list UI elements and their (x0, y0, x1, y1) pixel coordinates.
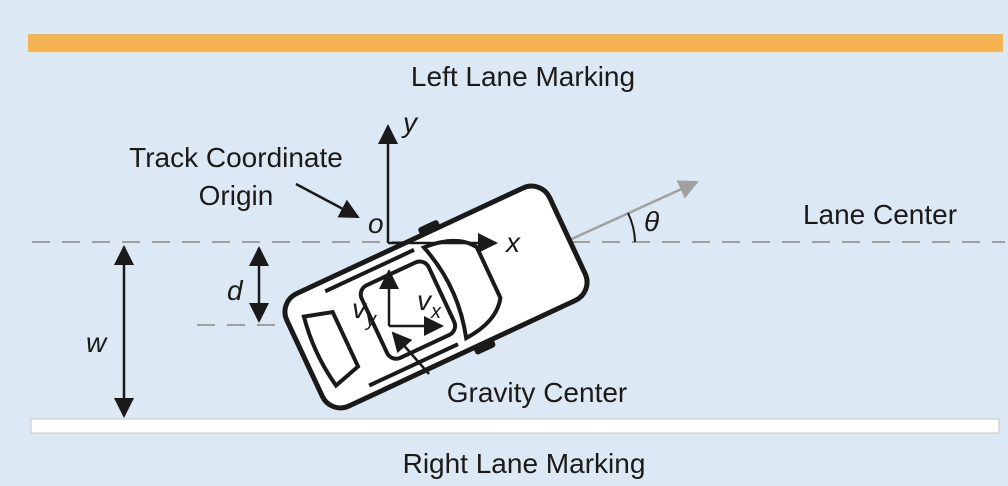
d-label: d (227, 275, 244, 306)
lane-center-label: Lane Center (803, 199, 957, 230)
vx-label-v: v (417, 285, 433, 316)
vx-label: vx (417, 285, 442, 323)
x-axis-label: x (504, 227, 521, 258)
vehicle-side-line-bottom (368, 342, 459, 388)
vehicle-mirror-right (474, 339, 496, 355)
left-lane-marking-stripe (28, 34, 1003, 52)
vx-label-subscript: x (430, 301, 442, 323)
vehicle-mirror-left (418, 220, 440, 235)
theta-label: θ (644, 206, 659, 237)
y-axis-label: y (401, 107, 419, 138)
w-label: w (86, 327, 108, 358)
theta-angle-arc (627, 212, 636, 243)
vy-label-v: v (352, 293, 368, 324)
track-origin-label-line1: Track Coordinate (129, 142, 343, 173)
vehicle-rear-window (301, 309, 361, 389)
right-lane-marking-stripe (30, 418, 1000, 434)
vehicle-windshield (420, 238, 503, 342)
track-origin-label-line2: Origin (199, 180, 274, 211)
heading-arrow (564, 180, 699, 244)
gravity-center-label: Gravity Center (447, 377, 628, 408)
vehicle-side-line-top (324, 248, 415, 294)
vy-label: vy (352, 293, 377, 331)
origin-label: o (368, 208, 384, 239)
left-lane-marking-label: Left Lane Marking (411, 61, 635, 92)
origin-leader-arrow (295, 182, 360, 219)
vy-label-subscript: y (364, 309, 377, 331)
gravity-center-leader-arrow (391, 331, 430, 375)
right-lane-marking-label: Right Lane Marking (403, 448, 646, 479)
